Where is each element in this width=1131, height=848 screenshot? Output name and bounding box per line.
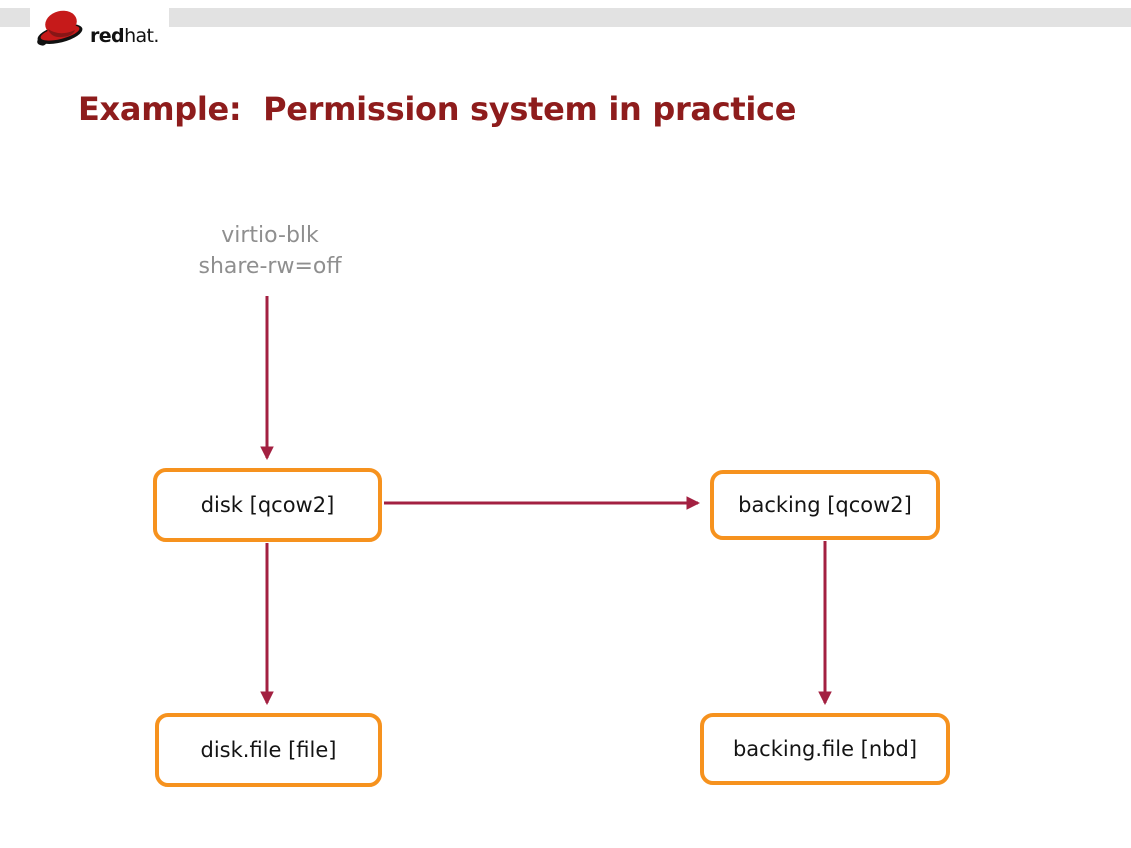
edge-label-line2: share-rw=off	[198, 254, 342, 279]
slide-title: Example: Permission system in practice	[78, 90, 797, 128]
node-backing-file-label: backing.file [nbd]	[732, 737, 918, 761]
node-disk-file-label: disk.file [file]	[200, 738, 337, 762]
header-band	[0, 8, 1131, 27]
node-backing-label: backing [qcow2]	[738, 493, 912, 517]
redhat-wordmark: redhat.	[90, 27, 159, 46]
edge-label-virtio-blk: virtio-blk share-rw=off	[150, 220, 390, 282]
node-disk-label: disk [qcow2]	[200, 493, 335, 517]
node-backing-file: backing.file [nbd]	[700, 713, 950, 785]
redhat-logo: redhat.	[30, 4, 169, 50]
node-disk-file: disk.file [file]	[155, 713, 382, 787]
redhat-hat-icon	[37, 10, 83, 46]
edge-label-line1: virtio-blk	[221, 223, 319, 248]
node-backing: backing [qcow2]	[710, 470, 940, 540]
node-disk: disk [qcow2]	[153, 468, 382, 542]
redhat-wordmark-hat: hat.	[124, 25, 159, 47]
redhat-wordmark-red: red	[90, 25, 125, 47]
